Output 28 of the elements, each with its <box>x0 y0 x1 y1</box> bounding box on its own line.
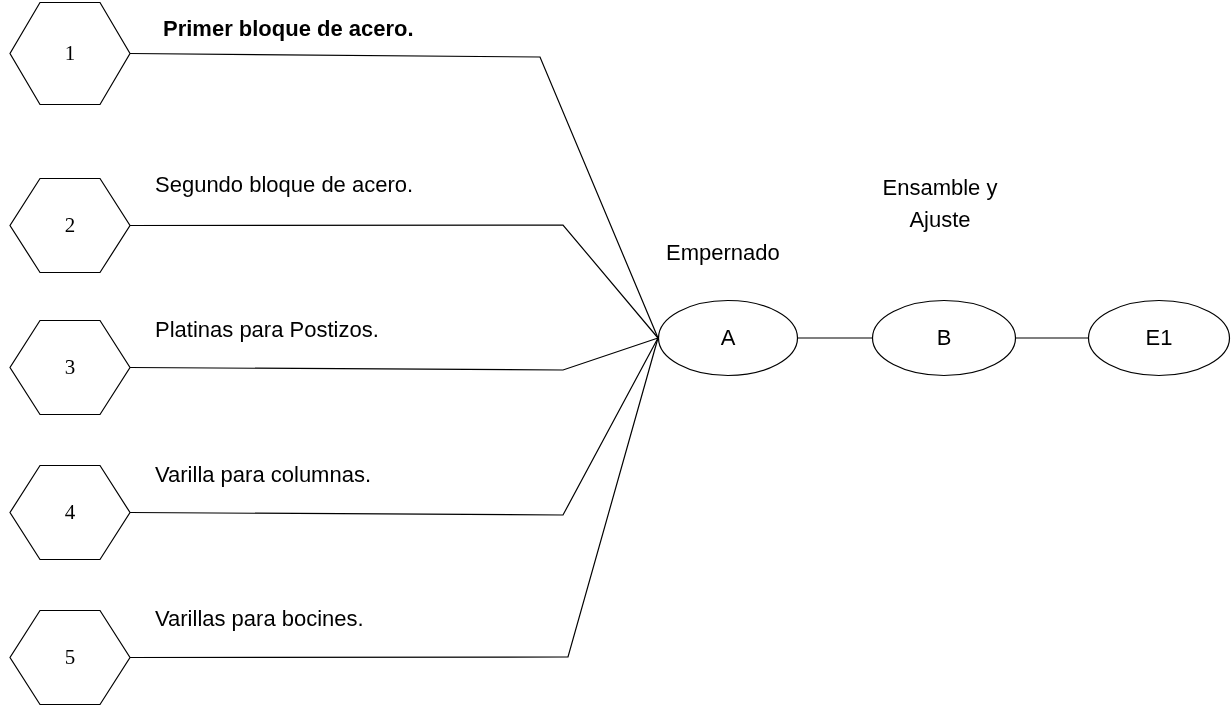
node-caption: Empernado <box>666 240 780 266</box>
node-caption: Platinas para Postizos. <box>155 317 379 343</box>
ellipse-node <box>658 300 798 376</box>
node-caption: Primer bloque de acero. <box>163 16 414 42</box>
node-label: 4 <box>64 500 76 525</box>
node-label: 1 <box>64 41 76 66</box>
node-label: 3 <box>64 355 76 380</box>
node-caption: Segundo bloque de acero. <box>155 172 414 198</box>
connector-line <box>1015 337 1089 339</box>
node-caption: Ensamble y Ajuste <box>881 174 999 234</box>
ellipse-node <box>872 300 1016 376</box>
hexagon-node <box>10 178 130 273</box>
hexagon-node <box>10 465 130 560</box>
connector-line <box>129 224 659 339</box>
node-label: 2 <box>64 213 76 238</box>
node-label: E1 <box>1145 325 1173 351</box>
ellipse-node <box>1088 300 1230 376</box>
hexagon-node <box>10 2 130 105</box>
node-caption: Varillas para bocines. <box>155 606 364 632</box>
node-label: 5 <box>64 645 76 670</box>
hexagon-node <box>10 610 130 705</box>
node-caption: Varilla para columnas. <box>155 462 372 488</box>
node-label: B <box>936 325 952 351</box>
connector-line <box>797 337 873 339</box>
connector-line <box>129 337 659 516</box>
hexagon-node <box>10 320 130 415</box>
connector-line <box>129 337 659 371</box>
node-label: A <box>720 325 736 351</box>
